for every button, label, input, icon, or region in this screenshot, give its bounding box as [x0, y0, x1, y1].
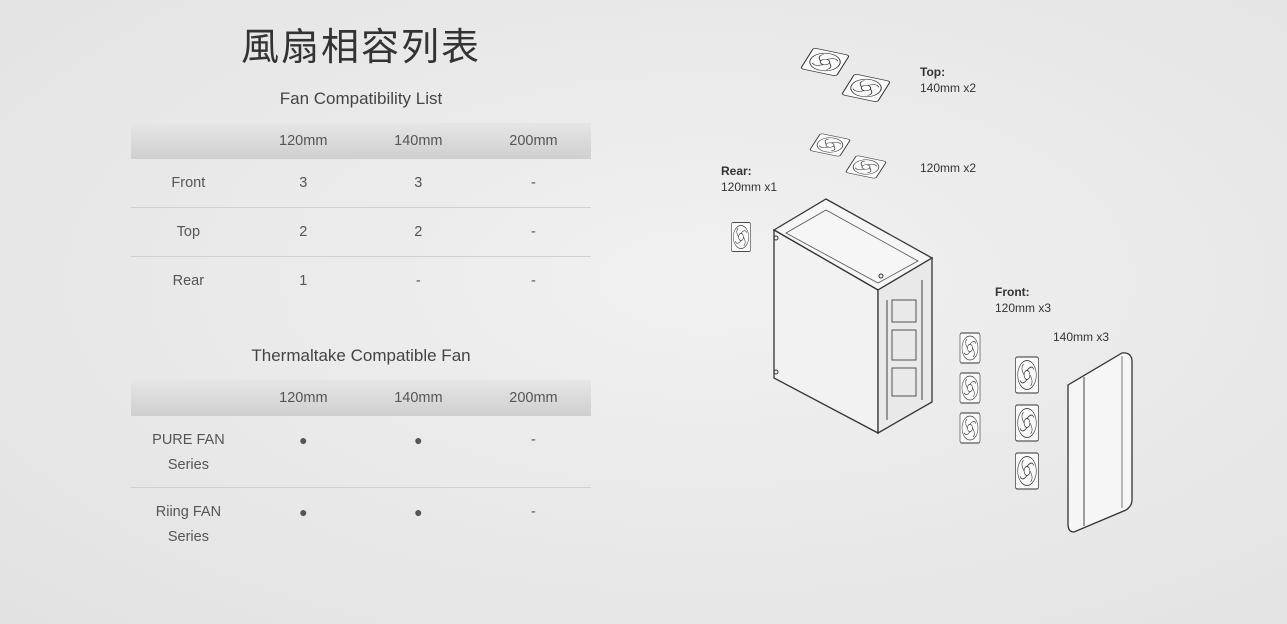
row-label: Riing FAN Series	[131, 488, 246, 560]
fan-series-suffix: Series	[167, 529, 209, 545]
case-fan-diagram	[730, 47, 1133, 533]
cell: 1	[299, 273, 308, 289]
row-label: Top	[131, 207, 246, 257]
tt-compat-table: 120mm 140mm 200mm PURE FAN Series ● ● - …	[131, 380, 591, 559]
front-140mm-fan-icon	[1014, 356, 1040, 490]
rear-label: Rear:	[721, 164, 752, 178]
rear-label-group: Rear: 120mm x1	[721, 163, 777, 195]
top-120-size: 120mm x2	[920, 161, 977, 175]
cell: -	[415, 273, 421, 289]
table-header-row: 120mm 140mm 200mm	[131, 123, 591, 159]
header-cell: 200mm	[475, 380, 591, 416]
cell: 2	[360, 207, 476, 257]
row-label: Rear	[172, 273, 205, 289]
top-120mm-fan-icon	[809, 132, 887, 180]
cell: -	[475, 159, 591, 208]
tt-compat-title: Thermaltake Compatible Fan	[251, 346, 471, 365]
top-label: Top:	[920, 65, 946, 79]
rear-size: 120mm x1	[721, 180, 778, 194]
header-cell: 140mm	[360, 380, 476, 416]
table-row: Rear 1 - -	[131, 257, 591, 306]
table-header-row: 120mm 140mm 200mm	[131, 380, 591, 416]
fan-series-suffix: Series	[167, 457, 209, 473]
front-120-size: 120mm x3	[995, 301, 1052, 315]
table-row: Top 2 2 -	[131, 207, 591, 257]
front-120mm-fan-icon	[959, 332, 981, 444]
cell: -	[531, 504, 536, 520]
table-row: Riing FAN Series ● ● -	[131, 488, 591, 560]
front-label-group: Front: 120mm x3	[995, 284, 1051, 316]
pc-case-drawing	[772, 198, 934, 435]
row-label: PURE FAN Series	[131, 416, 246, 488]
fan-series-name: Riing FAN	[155, 504, 222, 520]
cell: -	[531, 273, 536, 289]
cell: -	[475, 207, 591, 257]
page-title: 風扇相容列表	[240, 25, 481, 69]
header-cell: 140mm	[360, 123, 476, 159]
row-label: Front	[131, 159, 246, 208]
table-row: Front 3 3 -	[131, 159, 591, 208]
header-cell	[131, 123, 246, 159]
cell: 3	[360, 159, 476, 208]
header-cell	[131, 380, 246, 416]
front-panel-drawing	[1067, 352, 1133, 533]
header-cell: 200mm	[475, 123, 591, 159]
front-140-size: 140mm x3	[1053, 330, 1110, 344]
header-cell: 120mm	[245, 123, 361, 159]
fan-compat-title: Fan Compatibility List	[279, 89, 443, 108]
table-row: PURE FAN Series ● ● -	[131, 416, 591, 488]
cell: ●	[414, 504, 423, 520]
fan-compat-table: 120mm 140mm 200mm Front 3 3 - Top 2 2 - …	[131, 123, 591, 305]
top-label-group: Top: 140mm x2	[920, 64, 976, 96]
top-140mm-fan-icon	[800, 47, 891, 103]
cell: 3	[245, 159, 361, 208]
front-label: Front:	[995, 285, 1030, 299]
fan-series-name: PURE FAN	[152, 432, 225, 448]
top-140-size: 140mm x2	[920, 81, 977, 95]
cell: ●	[299, 504, 308, 520]
cell: -	[475, 416, 591, 488]
header-cell: 120mm	[245, 380, 361, 416]
cell: ●	[360, 416, 476, 488]
cell: ●	[245, 416, 361, 488]
cell: 2	[245, 207, 361, 257]
rear-fan-icon	[730, 222, 752, 252]
